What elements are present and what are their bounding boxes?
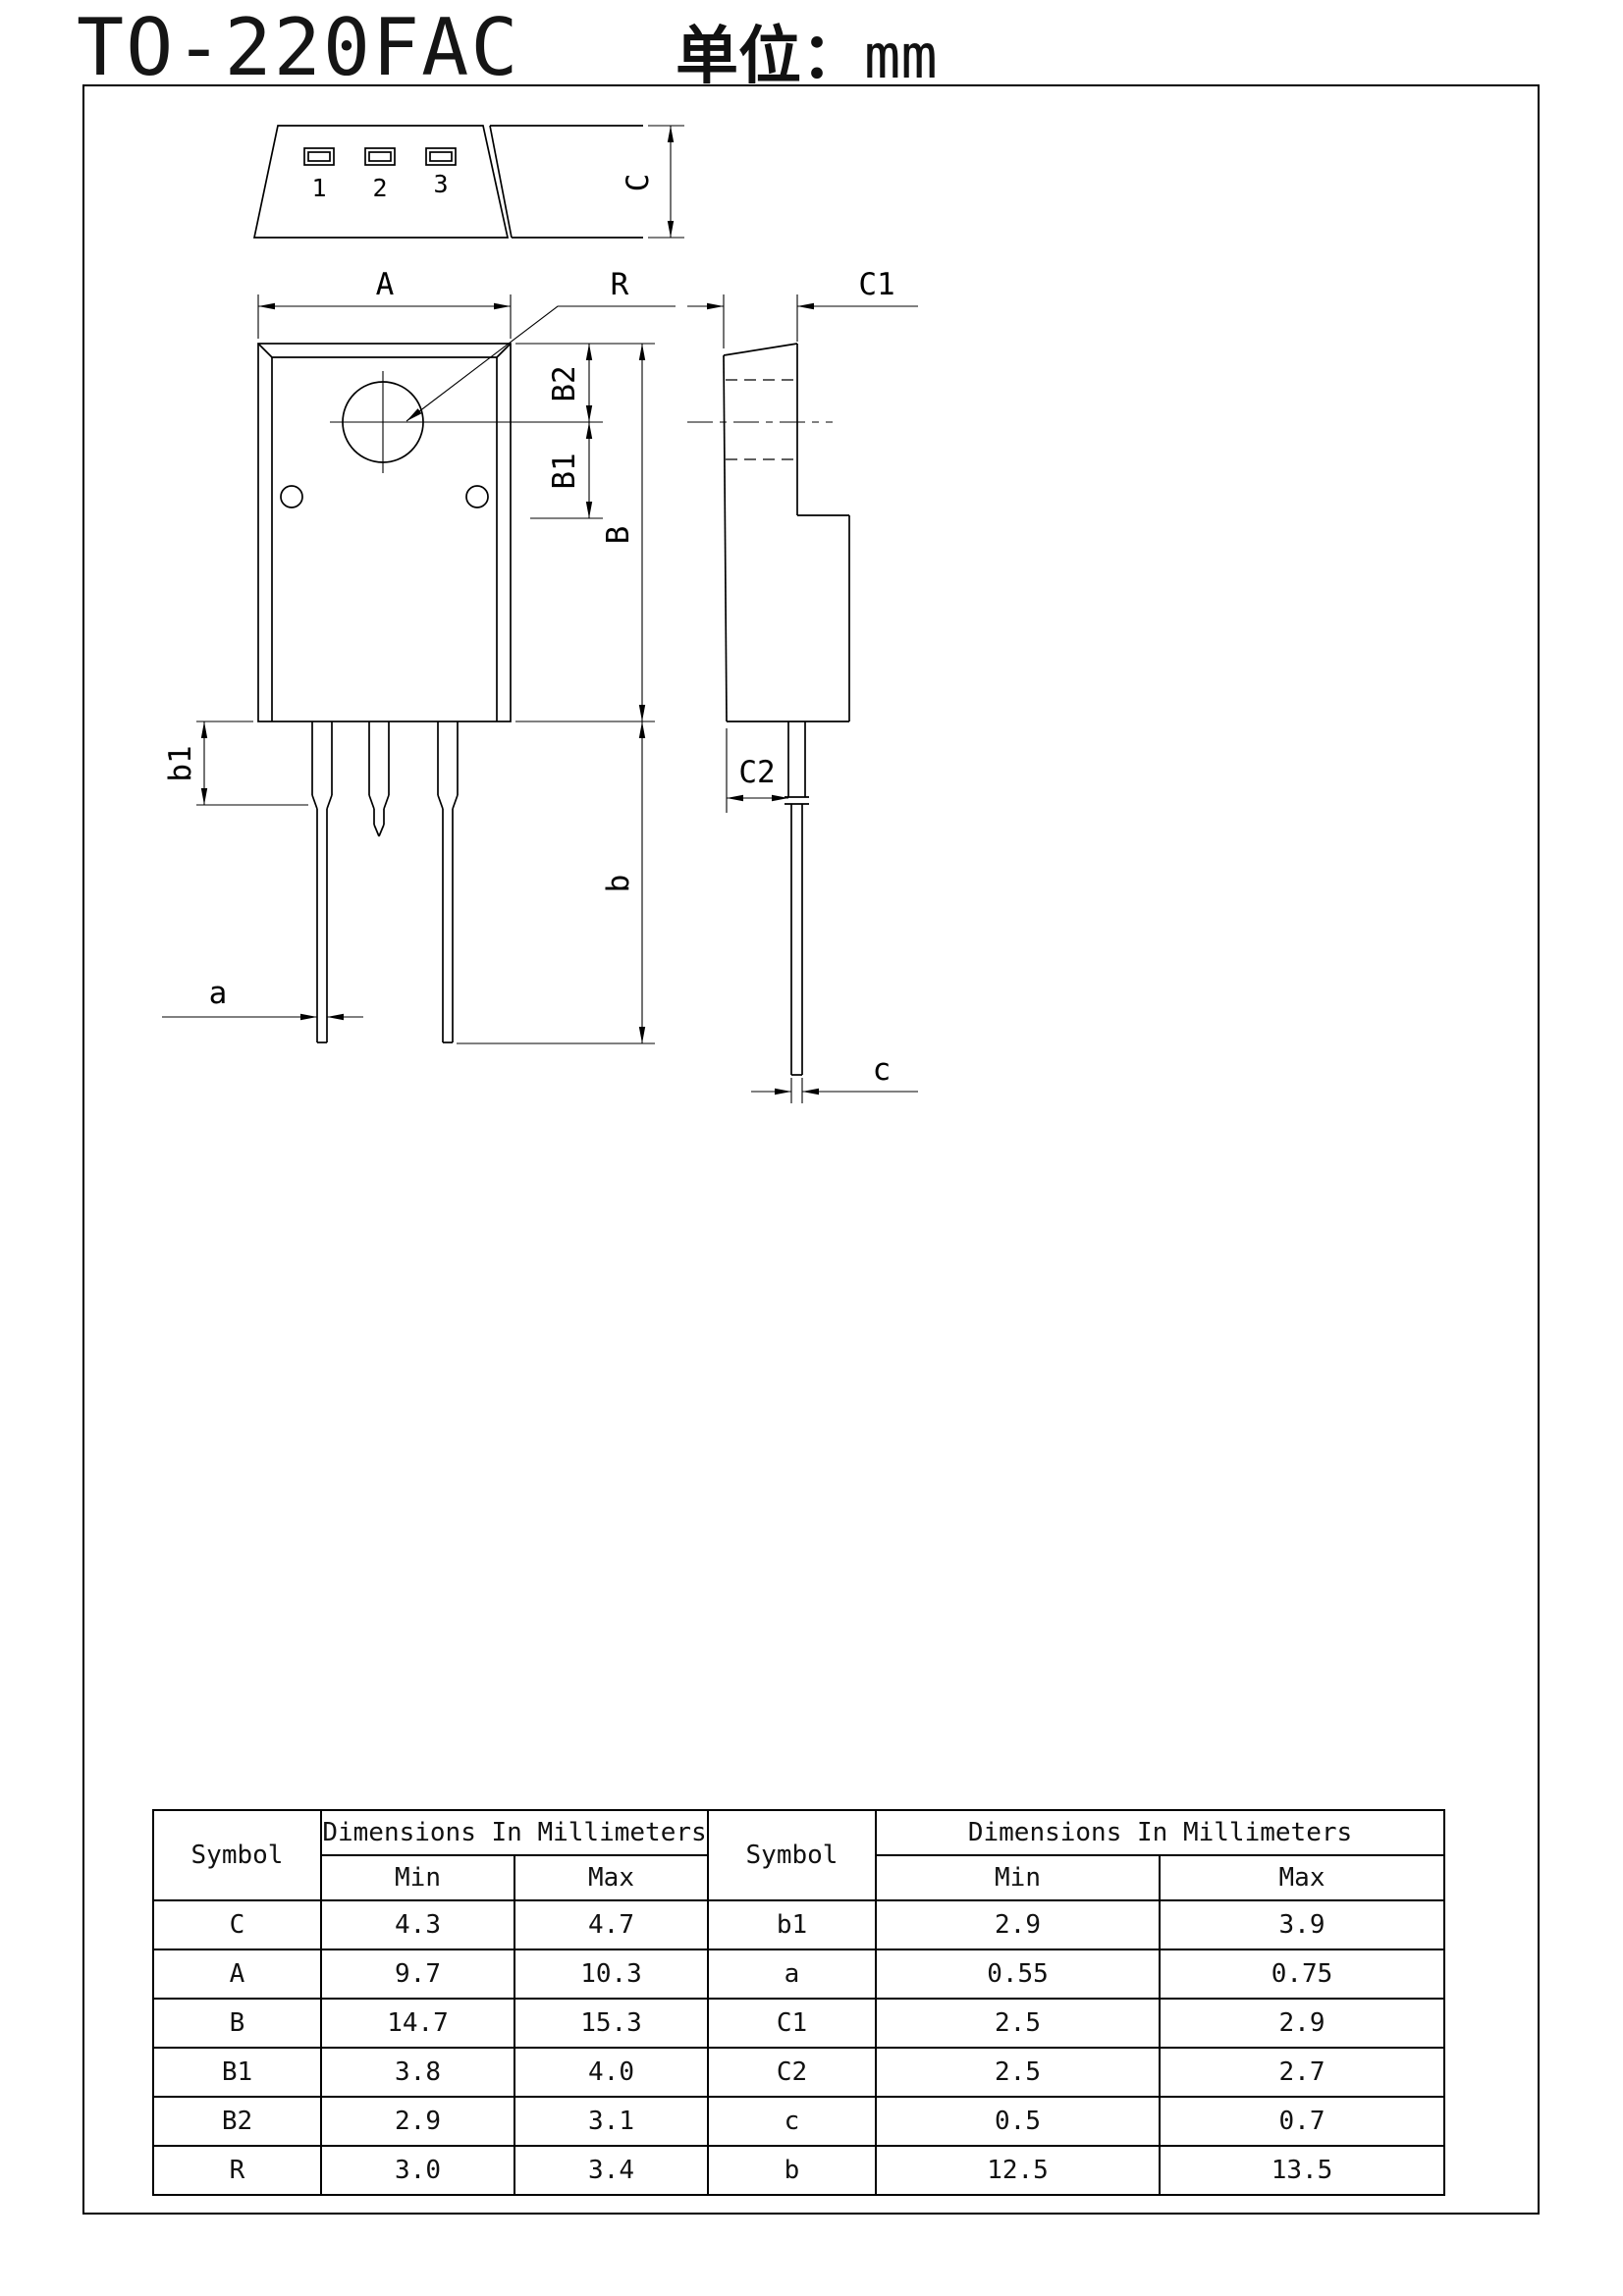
table-row: B2 2.9 3.1 c 0.5 0.7 [152, 2096, 1445, 2147]
dim-label-c: c [873, 1052, 892, 1088]
max-cell: 0.75 [1159, 1949, 1445, 2000]
symbol-cell: b [707, 2145, 877, 2196]
table-subheader-row: Min Max Min Max [153, 1854, 1445, 1901]
max-cell: 15.3 [514, 1998, 709, 2049]
left-hole [280, 485, 303, 508]
dim-label-C: C [621, 174, 656, 192]
symbol-header-left: Symbol [152, 1809, 322, 1901]
dim-label-B1: B1 [547, 453, 582, 489]
top-view: 1 2 3 C [252, 125, 684, 239]
pin-3-section [425, 147, 457, 166]
min-cell: 3.8 [320, 2047, 515, 2098]
pin-2-section [364, 147, 396, 166]
symbol-cell: C2 [707, 2047, 877, 2098]
min-header-right: Min [875, 1854, 1161, 1901]
max-header-right: Max [1159, 1854, 1445, 1901]
top-view-body-outline [252, 125, 510, 239]
lead-2 [368, 721, 390, 837]
lead-1 [311, 721, 333, 1043]
front-body [257, 343, 512, 722]
dim-label-B: B [601, 526, 636, 545]
max-cell: 10.3 [514, 1949, 709, 2000]
max-cell: 0.7 [1159, 2096, 1445, 2147]
right-hole [465, 485, 489, 508]
min-cell: 4.3 [320, 1899, 515, 1950]
pin-1-number: 1 [311, 174, 326, 202]
symbol-cell: C1 [707, 1998, 877, 2049]
min-cell: 2.5 [875, 2047, 1161, 2098]
min-header-left: Min [320, 1854, 515, 1901]
table-row: B1 3.8 4.0 C2 2.5 2.7 [152, 2047, 1445, 2098]
symbol-cell: b1 [707, 1899, 877, 1950]
unit-label: 单位： [676, 21, 864, 93]
side-view: C1 C2 [687, 267, 918, 1103]
table-header-row: Symbol Dimensions In Millimeters Symbol … [152, 1809, 1445, 1901]
lead-3 [437, 721, 459, 1043]
max-cell: 3.1 [514, 2096, 709, 2147]
unit-value: mm [864, 21, 938, 92]
min-cell: 14.7 [320, 1998, 515, 2049]
max-cell: 2.9 [1159, 1998, 1445, 2049]
dim-label-C2: C2 [738, 755, 775, 790]
dim-label-R: R [611, 267, 629, 302]
pin-2-number: 2 [372, 174, 387, 202]
symbol-cell: B2 [152, 2096, 322, 2147]
min-cell: 2.9 [320, 2096, 515, 2147]
page-title: TO-220FAC [77, 2, 520, 93]
symbol-cell: R [152, 2145, 322, 2196]
max-cell: 3.4 [514, 2145, 709, 2196]
table-row: A 9.7 10.3 a 0.55 0.75 [152, 1949, 1445, 2000]
min-cell: 0.5 [875, 2096, 1161, 2147]
symbol-cell: C [152, 1899, 322, 1950]
min-cell: 12.5 [875, 2145, 1161, 2196]
front-view: A R [162, 267, 676, 1044]
max-cell: 13.5 [1159, 2145, 1445, 2196]
symbol-cell: a [707, 1949, 877, 2000]
symbol-cell: A [152, 1949, 322, 2000]
dim-label-A: A [376, 267, 395, 302]
symbol-cell: c [707, 2096, 877, 2147]
max-cell: 2.7 [1159, 2047, 1445, 2098]
max-cell: 3.9 [1159, 1899, 1445, 1950]
side-lead [784, 721, 809, 1076]
min-cell: 9.7 [320, 1949, 515, 2000]
dims-header-right: Dimensions In Millimeters [875, 1809, 1445, 1856]
side-body [687, 343, 850, 722]
dim-label-C1: C1 [858, 267, 894, 302]
min-cell: 3.0 [320, 2145, 515, 2196]
dimension-table: Symbol Dimensions In Millimeters Symbol … [152, 1809, 1445, 2196]
table-row: B 14.7 15.3 C1 2.5 2.9 [152, 1998, 1445, 2049]
max-cell: 4.0 [514, 2047, 709, 2098]
min-cell: 0.55 [875, 1949, 1161, 2000]
drawing-border [82, 84, 1540, 2215]
dim-label-a: a [209, 976, 228, 1011]
dim-label-b1: b1 [163, 745, 198, 781]
symbol-cell: B [152, 1998, 322, 2049]
max-header-left: Max [514, 1854, 709, 1901]
min-cell: 2.9 [875, 1899, 1161, 1950]
pin-1-section [303, 147, 335, 166]
unit-note: 单位：mm [676, 6, 938, 96]
min-cell: 2.5 [875, 1998, 1161, 2049]
pin-3-number: 3 [433, 170, 448, 198]
symbol-header-right: Symbol [707, 1809, 877, 1901]
max-cell: 4.7 [514, 1899, 709, 1950]
table-row: R 3.0 3.4 b 12.5 13.5 [152, 2145, 1445, 2196]
symbol-cell: B1 [152, 2047, 322, 2098]
dim-label-b: b [601, 875, 636, 893]
dim-label-B2: B2 [547, 365, 582, 401]
table-row: C 4.3 4.7 b1 2.9 3.9 [152, 1899, 1445, 1950]
dims-header-left: Dimensions In Millimeters [320, 1809, 709, 1856]
